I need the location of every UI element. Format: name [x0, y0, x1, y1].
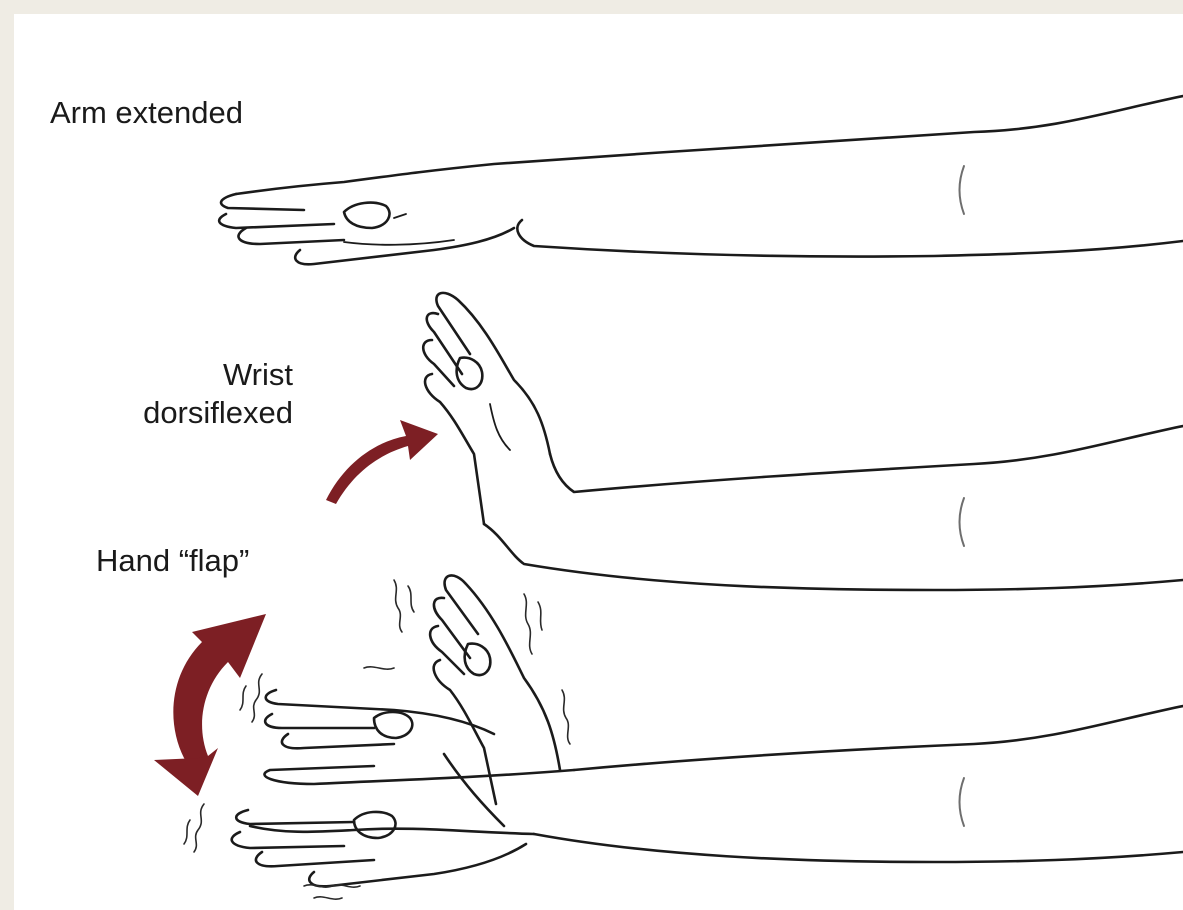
label-wrist-line1: Wrist — [143, 356, 293, 394]
asterixis-illustration — [14, 14, 1183, 910]
label-wrist-dorsiflexed: Wrist dorsiflexed — [143, 356, 293, 432]
label-wrist-line2: dorsiflexed — [143, 394, 293, 432]
label-hand-flap: Hand “flap” — [96, 542, 249, 580]
illustration-panel: Arm extended Wrist dorsiflexed Hand “fla… — [14, 14, 1183, 910]
hand-flap-drawing — [184, 575, 1183, 899]
double-curved-arrow-icon — [154, 614, 266, 796]
label-arm-extended: Arm extended — [50, 94, 243, 132]
wrist-dorsiflexed-drawing — [423, 293, 1183, 590]
arm-extended-drawing — [219, 96, 1183, 264]
curved-arrow-icon — [326, 420, 438, 504]
